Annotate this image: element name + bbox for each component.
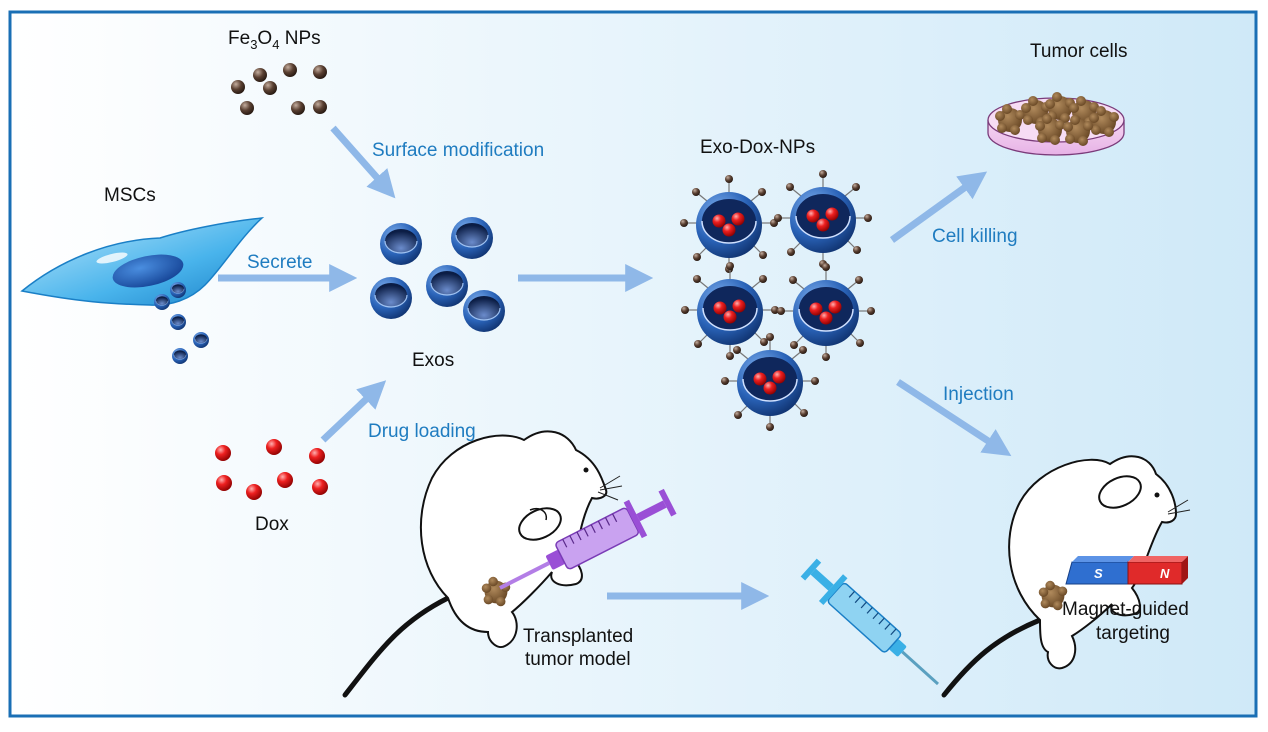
magnet-label-line2: targeting: [1096, 623, 1170, 644]
dox-label: Dox: [255, 514, 289, 535]
purple-syringe: [499, 488, 677, 590]
magnet-label-line1: Magnet-guided: [1062, 599, 1189, 620]
arrow-injection: [896, 379, 1012, 457]
exo-dox-nps-label: Exo-Dox-NPs: [700, 137, 815, 158]
mscs-label: MSCs: [104, 185, 156, 206]
magnet-n-label: N: [1160, 566, 1170, 581]
arrow-surface-modification: [330, 125, 396, 199]
cell-killing-label: Cell killing: [932, 226, 1018, 247]
petri-dish: [987, 92, 1125, 156]
arrow-drug-loading: [320, 380, 387, 443]
arrow-cell-killing: [889, 171, 988, 243]
blue-syringe: [800, 558, 940, 686]
tumor-cells-label: Tumor cells: [1030, 41, 1127, 62]
magnet: S N: [1065, 556, 1188, 585]
injection-label: Injection: [943, 384, 1014, 405]
arrows: [218, 125, 1012, 610]
fe3o4-label: Fe3O4 NPs: [228, 28, 321, 52]
secrete-label: Secrete: [247, 252, 312, 273]
msc-cell: [20, 217, 265, 365]
surface-modification-label: Surface modification: [372, 140, 544, 161]
magnet-s-label: S: [1094, 566, 1103, 581]
drug-loading-label: Drug loading: [368, 421, 476, 442]
transplanted-label-line1: Transplanted: [523, 626, 633, 647]
transplanted-label-line2: tumor model: [525, 649, 631, 670]
exos-label: Exos: [412, 350, 454, 371]
